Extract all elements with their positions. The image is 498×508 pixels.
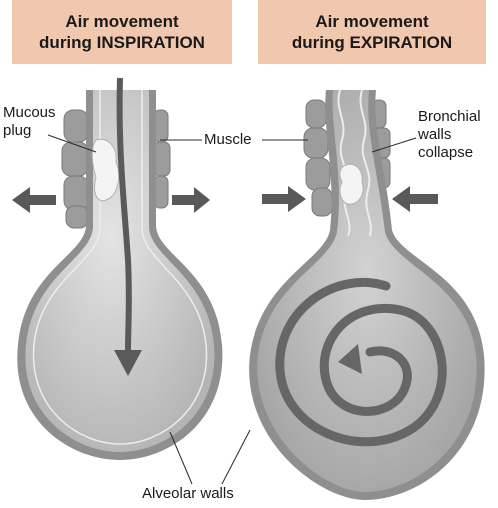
mucous-plug-label: Mucous plug	[3, 104, 56, 140]
expiration-header-line2: during EXPIRATION	[291, 33, 453, 52]
right-lumen	[257, 90, 477, 492]
mucous-plug-label-line1: Mucous	[3, 104, 56, 121]
inspiration-header: Air movement during INSPIRATION	[12, 0, 232, 64]
left-lumen	[25, 90, 215, 452]
inspiration-header-line2: during INSPIRATION	[39, 33, 205, 52]
bronchial-walls-label: Bronchial walls collapse	[418, 108, 481, 162]
bronchial-walls-label-line2: walls	[418, 126, 452, 143]
mucous-plug-label-line2: plug	[3, 122, 32, 139]
inspiration-airflow-arrow	[116, 77, 132, 351]
leader-lines	[47, 134, 417, 485]
right-compression-arrows	[262, 186, 438, 212]
inspiration-airway	[12, 77, 223, 460]
left-muscle-bands	[61, 109, 171, 229]
expiration-header: Air movement during EXPIRATION	[258, 0, 486, 64]
expiration-airway	[249, 89, 485, 500]
bronchial-walls-label-line3: collapse	[418, 144, 474, 161]
left-expansion-arrows	[12, 187, 210, 213]
bronchial-walls-label-line1: Bronchial	[418, 108, 481, 125]
muscle-label: Muscle	[204, 131, 252, 148]
expiration-header-line1: Air movement	[315, 12, 429, 31]
right-mucous-plug	[339, 163, 364, 205]
inspiration-header-line1: Air movement	[65, 12, 179, 31]
expiration-spiral-arrow	[275, 277, 447, 447]
alveolar-walls-label: Alveolar walls	[142, 485, 234, 502]
left-mucous-plug	[91, 138, 120, 202]
